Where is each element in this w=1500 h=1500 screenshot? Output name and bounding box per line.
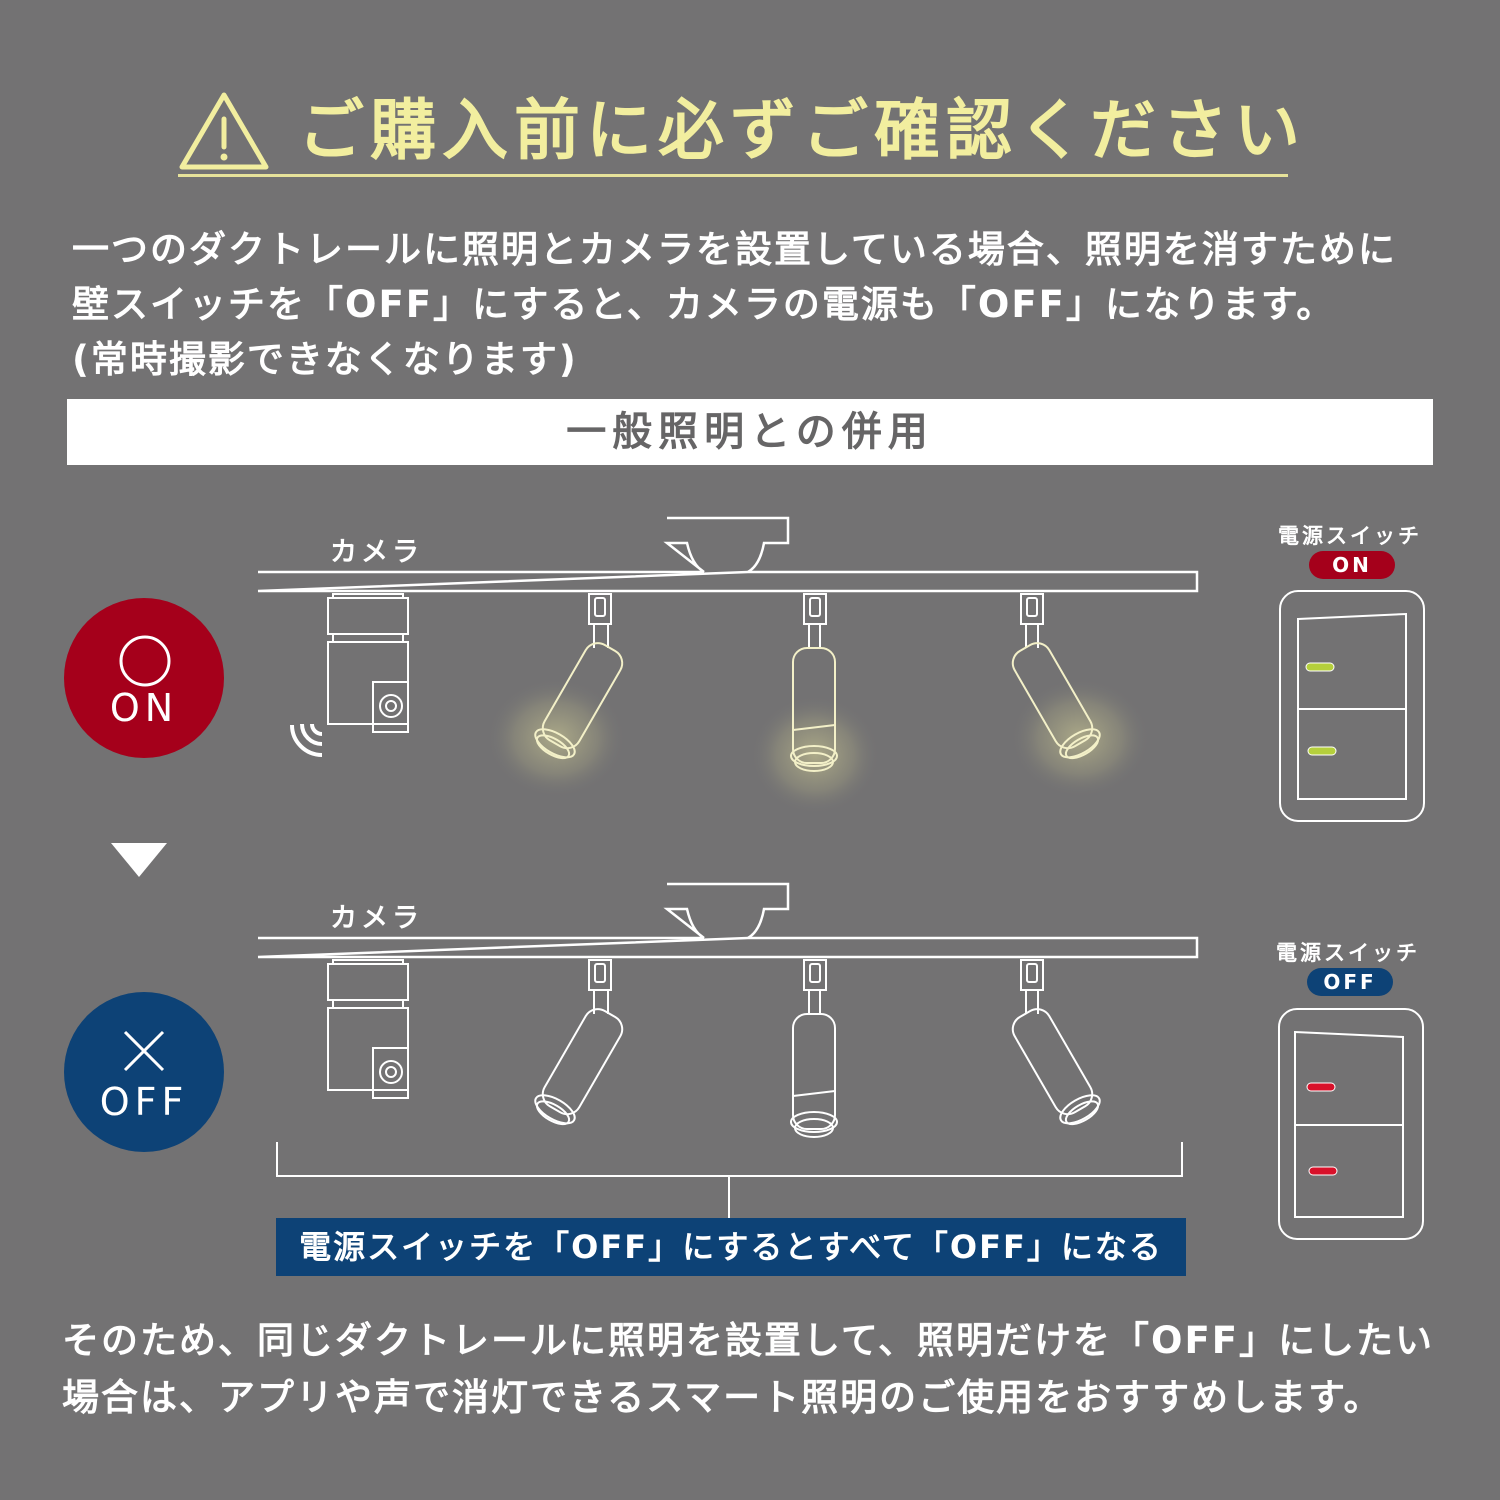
spotlight-icon xyxy=(1011,959,1101,1126)
spotlight-icon xyxy=(1011,593,1101,760)
switch-state-pill: OFF xyxy=(1307,968,1393,996)
on-state-badge: ON xyxy=(64,598,224,758)
duct-rail xyxy=(257,570,1199,593)
camera-label: カメラ xyxy=(330,903,423,934)
camera-icon xyxy=(327,959,409,1099)
footer-text: そのため、同じダクトレールに照明を設置して、照明だけを「OFF」にしたい 場合は… xyxy=(62,1312,1482,1426)
intro-text: 一つのダクトレールに照明とカメラを設置している場合、照明を消すために 壁スイッチ… xyxy=(72,222,1472,387)
wall-switch-on[interactable] xyxy=(1278,589,1426,824)
header: ご購入前に必ずご確認ください xyxy=(178,85,1300,177)
indicator-light-icon xyxy=(1306,1082,1336,1092)
ceiling-mount-icon xyxy=(663,516,790,574)
on-state-label: ON xyxy=(109,686,179,730)
track-diagram-off xyxy=(257,882,1199,1218)
camera-label: カメラ xyxy=(330,537,423,568)
indicator-light-icon xyxy=(1308,1166,1338,1176)
intro-line: (常時撮影できなくなります) xyxy=(72,338,578,381)
indicator-light-icon xyxy=(1305,662,1335,672)
wall-switch-off[interactable] xyxy=(1277,1007,1425,1242)
title-underline xyxy=(178,174,1288,177)
footer-line: 場合は、アプリや声で消灯できるスマート照明のご使用をおすすめします。 xyxy=(62,1376,1383,1419)
down-triangle-icon xyxy=(111,843,167,877)
warning-triangle-icon xyxy=(179,92,269,170)
footer-line: そのため、同じダクトレールに照明を設置して、照明だけを「OFF」にしたい xyxy=(62,1319,1435,1362)
section-title: 一般照明との併用 xyxy=(67,399,1433,465)
spotlight-icon xyxy=(534,593,624,760)
page-title: ご購入前に必ずご確認ください xyxy=(298,92,1306,169)
ceiling-mount-icon xyxy=(663,882,790,940)
switch-label: 電源スイッチ xyxy=(1278,524,1422,548)
switch-label: 電源スイッチ xyxy=(1276,941,1420,965)
light-glow xyxy=(750,695,880,815)
callout-banner: 電源スイッチを「OFF」にするとすべて「OFF」になる xyxy=(276,1218,1186,1276)
spotlight-icon xyxy=(790,593,838,772)
off-state-badge: OFF xyxy=(64,992,224,1152)
wireless-signal-icon xyxy=(290,723,323,757)
duct-rail xyxy=(257,936,1199,959)
light-glow xyxy=(486,678,626,798)
indicator-light-icon xyxy=(1307,746,1337,756)
intro-line: 壁スイッチを「OFF」にすると、カメラの電源も「OFF」になります。 xyxy=(72,283,1336,326)
circle-symbol-icon xyxy=(119,635,171,687)
spotlight-icon xyxy=(534,959,624,1126)
spotlight-icon xyxy=(790,959,838,1138)
intro-line: 一つのダクトレールに照明とカメラを設置している場合、照明を消すために xyxy=(72,228,1397,271)
off-state-label: OFF xyxy=(99,1080,189,1124)
camera-icon xyxy=(327,593,409,733)
bracket-connector xyxy=(276,1142,1183,1218)
cross-symbol-icon xyxy=(123,1030,165,1072)
switch-state-pill: ON xyxy=(1309,551,1395,579)
